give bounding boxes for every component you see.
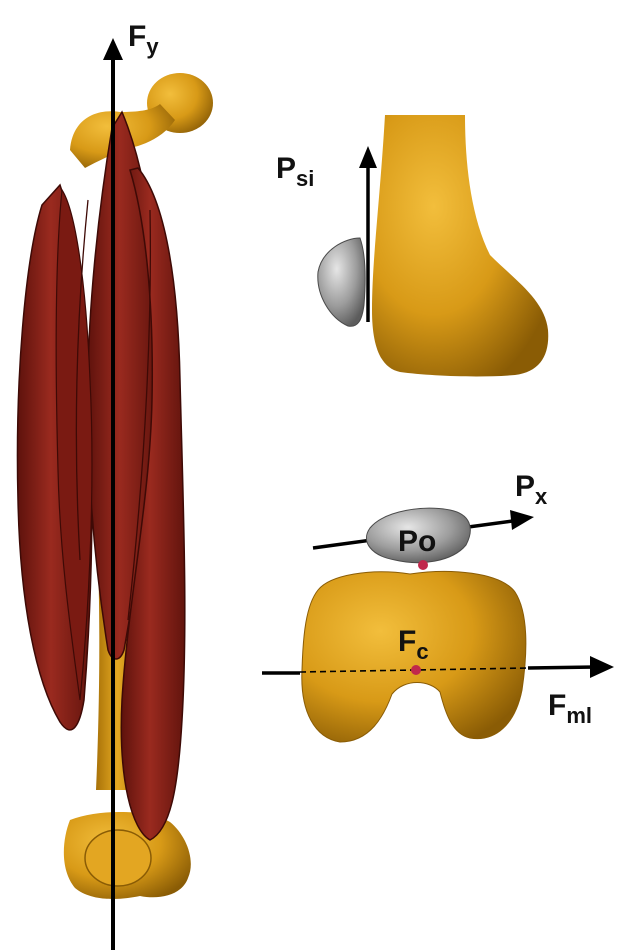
po-point (418, 560, 428, 570)
fc-point (411, 665, 421, 675)
femur-sagittal (372, 115, 548, 376)
fml-label: Fml (548, 689, 592, 728)
patella-front (85, 830, 151, 886)
psi-label: Psi (276, 152, 314, 191)
fml-axis-right (528, 667, 596, 668)
axial-knee-view: Px Po Fml Fc (262, 470, 614, 742)
patella-sagittal (318, 238, 365, 326)
fml-arrowhead (590, 656, 614, 678)
sagittal-knee-view: Psi (276, 115, 548, 376)
px-label: Px (515, 470, 548, 509)
px-arrowhead (510, 510, 534, 530)
psi-arrowhead (359, 146, 377, 168)
po-label: Po (398, 525, 436, 558)
fy-label: Fy (128, 20, 159, 59)
fy-arrowhead (103, 38, 123, 60)
